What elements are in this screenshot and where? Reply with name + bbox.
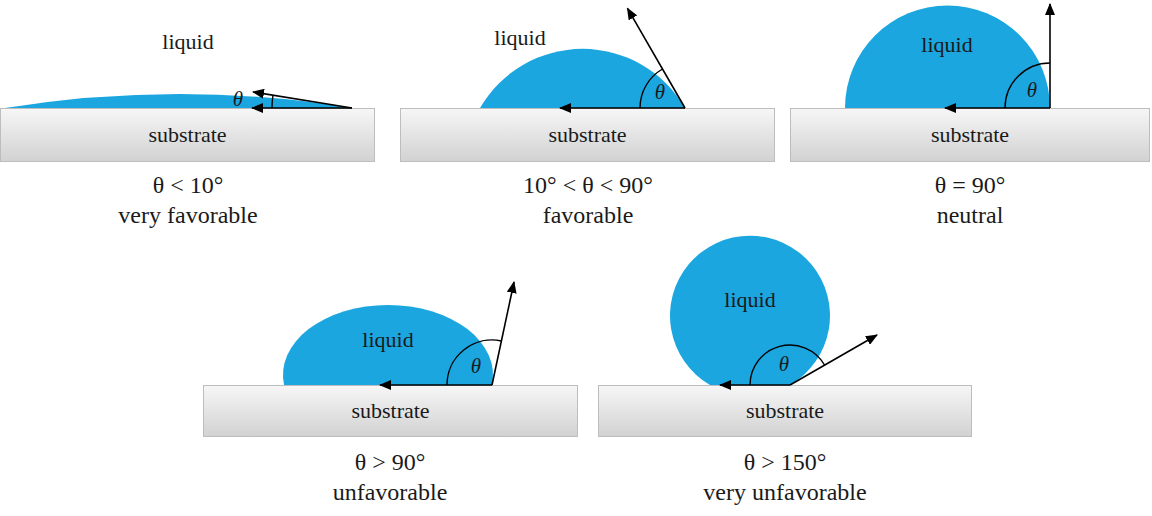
droplet-outline [845, 5, 1050, 108]
surface-arrow [720, 384, 790, 386]
tangent-arrow [492, 282, 514, 385]
surface-arrow [380, 384, 492, 386]
condition-text: very favorable [118, 203, 257, 227]
substrate-block: substrate [790, 108, 1150, 162]
angle-arc [272, 95, 273, 108]
substrate-block: substrate [598, 385, 972, 437]
droplet-shape [283, 305, 493, 385]
liquid-droplet: liquid [283, 305, 493, 385]
liquid-label: liquid [494, 27, 545, 49]
condition-text: unfavorable [333, 480, 448, 504]
droplet-shape [845, 5, 1050, 108]
liquid-label: liquid [724, 289, 775, 311]
substrate-label: substrate [351, 400, 429, 422]
condition-text: θ > 90° [355, 450, 426, 474]
droplet-shape [5, 94, 352, 108]
angle-symbol: θ [779, 354, 789, 375]
liquid-label: liquid [362, 329, 413, 351]
substrate-block: substrate [203, 385, 578, 437]
angle-arc [1005, 63, 1050, 108]
substrate-label: substrate [746, 400, 824, 422]
condition-text: 10° < θ < 90° [523, 173, 653, 197]
tangent-arrow [1049, 4, 1051, 108]
tangent-arrow [253, 92, 352, 108]
surface-arrow [945, 107, 1050, 109]
liquid-droplet: liquid [670, 235, 830, 385]
angle-symbol: θ [655, 82, 665, 103]
liquid-droplet: liquid [480, 25, 685, 108]
angle-arc [750, 345, 825, 385]
droplet-shape [670, 236, 830, 385]
condition-text: θ > 150° [744, 450, 827, 474]
condition-text: θ = 90° [935, 173, 1006, 197]
surface-arrow [560, 107, 685, 109]
condition-text: neutral [937, 203, 1004, 227]
tangent-arrow [628, 8, 686, 108]
substrate-label: substrate [548, 124, 626, 146]
angle-arc [447, 340, 502, 385]
tangent-arrow [790, 335, 877, 385]
substrate-block: substrate [400, 108, 775, 162]
angle-symbol: θ [1027, 80, 1037, 101]
liquid-label: liquid [921, 34, 972, 56]
droplet-shape [480, 49, 685, 108]
condition-text: θ < 10° [153, 173, 224, 197]
condition-text: very unfavorable [703, 480, 866, 504]
angle-symbol: θ [233, 89, 243, 110]
liquid-label: liquid [162, 31, 213, 53]
substrate-block: substrate [0, 108, 375, 162]
substrate-label: substrate [931, 124, 1009, 146]
surface-arrow [252, 107, 352, 109]
substrate-label: substrate [148, 124, 226, 146]
liquid-droplet: liquid [5, 25, 352, 108]
angle-symbol: θ [471, 356, 481, 377]
liquid-droplet: liquid [845, 5, 1050, 108]
condition-text: favorable [543, 203, 634, 227]
